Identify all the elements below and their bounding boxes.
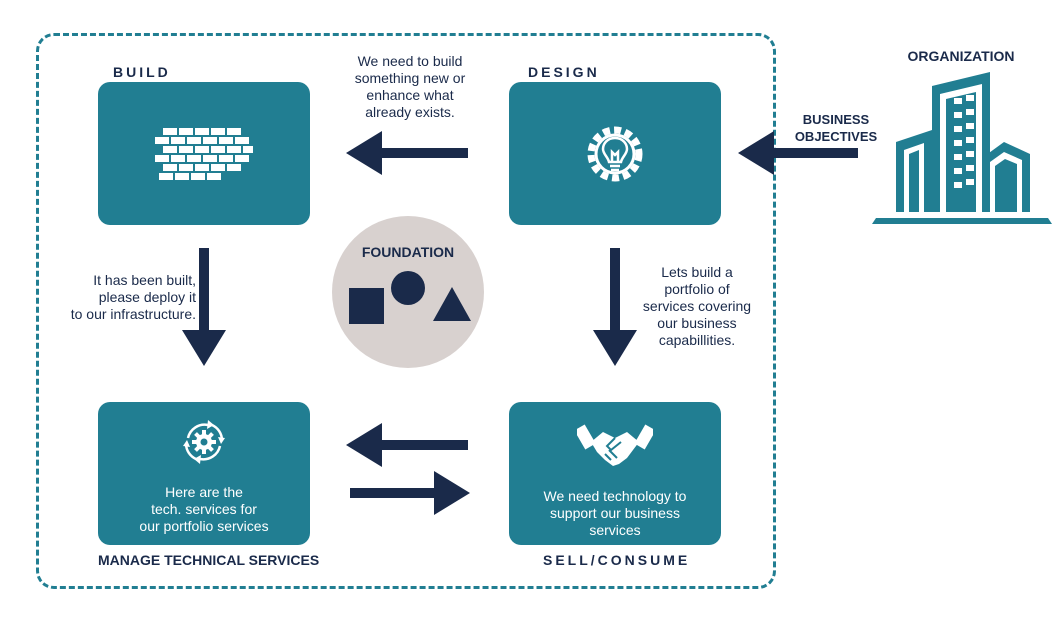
note-design-to-build: We need to build something new or enhanc… [336,53,484,121]
manage-text: Here are the tech. services for our port… [139,484,268,535]
sell-heading: SELL/CONSUME [543,552,691,568]
note-build-to-manage: It has been built, please deploy it to o… [48,272,196,323]
square-icon [349,288,384,324]
manage-text-line: our portfolio services [139,518,269,534]
manage-text-line: Here are the [165,484,243,500]
manage-box: Here are the tech. services for our port… [98,402,310,545]
arrow-organization-to-design [738,131,858,175]
note-line: We need to build [357,53,463,69]
triangle-icon [433,287,471,321]
gear-cycle-icon [183,420,225,464]
note-line: already exists. [365,104,455,120]
sell-text: We need technology to support our busine… [544,488,687,539]
note-line: capabillities. [658,332,736,348]
sell-box: We need technology to support our busine… [509,402,721,545]
note-line: to our infrastructure. [70,306,196,322]
note-line: It has been built, [93,272,196,288]
arrow-manage-to-sell [350,471,470,515]
note-line: something new or [354,70,466,86]
process-boundary [36,33,776,589]
foundation-label: FOUNDATION [361,244,455,260]
handshake-icon [577,424,653,466]
manage-text-line: tech. services for [151,501,257,517]
note-line: services covering [642,298,752,314]
business-objectives-line: OBJECTIVES [794,129,878,144]
building-icon [872,72,1052,224]
brick-wall-icon [155,127,253,180]
arrow-design-to-build [346,131,468,175]
note-design-to-sell: Lets build a portfolio of services cover… [634,264,760,349]
note-line: Lets build a [661,264,733,280]
note-line: portfolio of [664,281,730,297]
manage-heading: MANAGE TECHNICAL SERVICES [98,552,320,568]
foundation-shapes [349,271,471,324]
lightbulb-gear-icon [587,126,643,181]
sell-text-line: We need technology to [543,488,687,504]
arrow-build-to-manage [182,248,226,366]
note-line: enhance what [366,87,454,103]
design-box [509,82,721,225]
arrow-sell-to-manage [346,423,468,467]
circle-icon [391,271,425,305]
design-heading: DESIGN [528,64,600,80]
sell-text-line: services [589,522,641,538]
arrow-design-to-sell [593,248,637,366]
business-objectives-line: BUSINESS [802,112,870,127]
sell-text-line: support our business [550,505,680,521]
organization-label: ORGANIZATION [907,48,1015,64]
build-box [98,82,310,225]
note-line: our business [657,315,737,331]
business-objectives-label: BUSINESS OBJECTIVES [786,111,886,145]
build-heading: BUILD [113,64,171,80]
note-line: please deploy it [98,289,196,305]
